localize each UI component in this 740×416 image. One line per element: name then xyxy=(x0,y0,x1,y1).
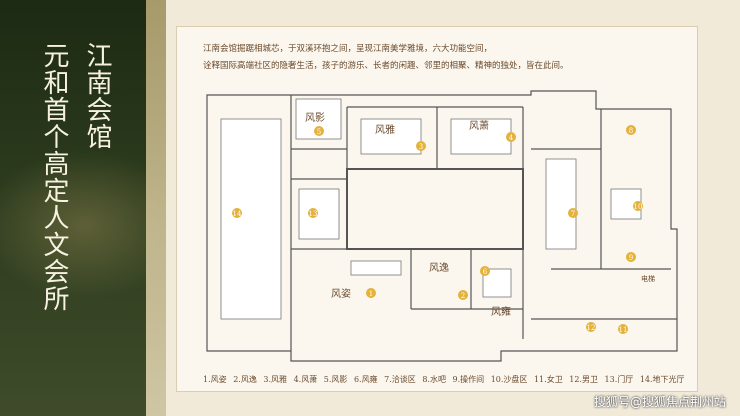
legend: 1.风姿 2.风逸 3.风雅 4.风萧 5.风影 6.风雍 7.洽谈区 8.水吧… xyxy=(203,374,685,385)
room-label-fengying: 风影 xyxy=(305,112,325,124)
marker-6: 6 xyxy=(480,266,490,276)
banner-mist xyxy=(0,150,166,300)
marker-14: 14 xyxy=(232,208,242,218)
room-label-elevator: 电梯 xyxy=(641,274,655,283)
legend-item: 11.女卫 xyxy=(533,375,563,384)
legend-item: 2.风逸 xyxy=(233,375,257,384)
description-line-1: 江南会馆掘踞相城芯，于双溪环抱之间，呈现江南美学雅境，六大功能空间， xyxy=(203,44,493,54)
room-label-fengxiao: 风萧 xyxy=(469,120,489,132)
description-line-2: 诠释国际高端社区的隐奢生活，孩子的游乐、长者的闲趣、邻里的相聚、精神的独处，皆在… xyxy=(203,61,569,71)
room-label-fengyi: 风逸 xyxy=(429,262,449,274)
svg-text:5: 5 xyxy=(317,128,321,136)
svg-text:14: 14 xyxy=(233,210,242,218)
room-label-fengyun: 风雍 xyxy=(491,305,511,318)
svg-text:6: 6 xyxy=(483,268,488,276)
svg-text:9: 9 xyxy=(629,254,633,262)
svg-text:7: 7 xyxy=(571,210,575,218)
svg-text:13: 13 xyxy=(309,210,318,218)
svg-text:8: 8 xyxy=(629,127,633,135)
legend-item: 14.地下光厅 xyxy=(639,375,685,384)
content-panel: 江南会馆掘踞相城芯，于双溪环抱之间，呈现江南美学雅境，六大功能空间， 诠释国际高… xyxy=(176,26,698,392)
marker-5: 5 xyxy=(314,126,324,136)
legend-item: 4.风萧 xyxy=(293,375,318,384)
marker-8: 8 xyxy=(626,125,636,135)
banner-gold-strip xyxy=(146,0,166,416)
legend-item: 5.风影 xyxy=(323,375,348,384)
marker-13: 13 xyxy=(308,208,318,218)
svg-text:10: 10 xyxy=(634,203,643,211)
legend-item: 8.水吧 xyxy=(422,375,446,384)
description: 江南会馆掘踞相城芯，于双溪环抱之间，呈现江南美学雅境，六大功能空间， 诠释国际高… xyxy=(203,41,683,75)
marker-3: 3 xyxy=(416,141,426,151)
title-line-1: 江南会馆 xyxy=(82,42,112,150)
marker-9: 9 xyxy=(626,252,636,262)
marker-12: 12 xyxy=(586,322,596,332)
floor-plan: 风影 风雅 风萧 风逸 风姿 风雍 电梯 1 2 3 4 5 6 7 8 9 1… xyxy=(206,90,678,362)
legend-item: 12.男卫 xyxy=(569,375,598,384)
marker-7: 7 xyxy=(568,208,578,218)
svg-text:3: 3 xyxy=(419,143,423,151)
marker-4: 4 xyxy=(506,132,516,142)
svg-text:12: 12 xyxy=(587,324,596,332)
legend-item: 10.沙盘区 xyxy=(490,375,528,384)
svg-text:4: 4 xyxy=(509,134,514,142)
room-label-fengzi: 风姿 xyxy=(331,287,351,300)
legend-item: 1.风姿 xyxy=(203,375,227,384)
room-label-fengya: 风雅 xyxy=(375,123,395,136)
legend-item: 7.洽谈区 xyxy=(384,375,416,384)
legend-item: 9.操作间 xyxy=(452,375,485,384)
svg-text:2: 2 xyxy=(461,292,465,300)
marker-1: 1 xyxy=(366,288,376,298)
watermark: 搜狐号@搜狐焦点荆州站 xyxy=(593,395,726,409)
legend-item: 13.门厅 xyxy=(604,375,634,384)
title-banner: 江南会馆 元和首个高定人文会所 xyxy=(0,0,166,416)
title-line-2: 元和首个高定人文会所 xyxy=(39,42,69,312)
marker-10: 10 xyxy=(633,201,643,211)
svg-text:11: 11 xyxy=(619,326,628,334)
marker-11: 11 xyxy=(618,324,628,334)
marker-2: 2 xyxy=(458,290,468,300)
svg-text:1: 1 xyxy=(369,290,373,298)
legend-item: 3.风雅 xyxy=(263,375,288,384)
legend-item: 6.风雍 xyxy=(353,375,378,384)
